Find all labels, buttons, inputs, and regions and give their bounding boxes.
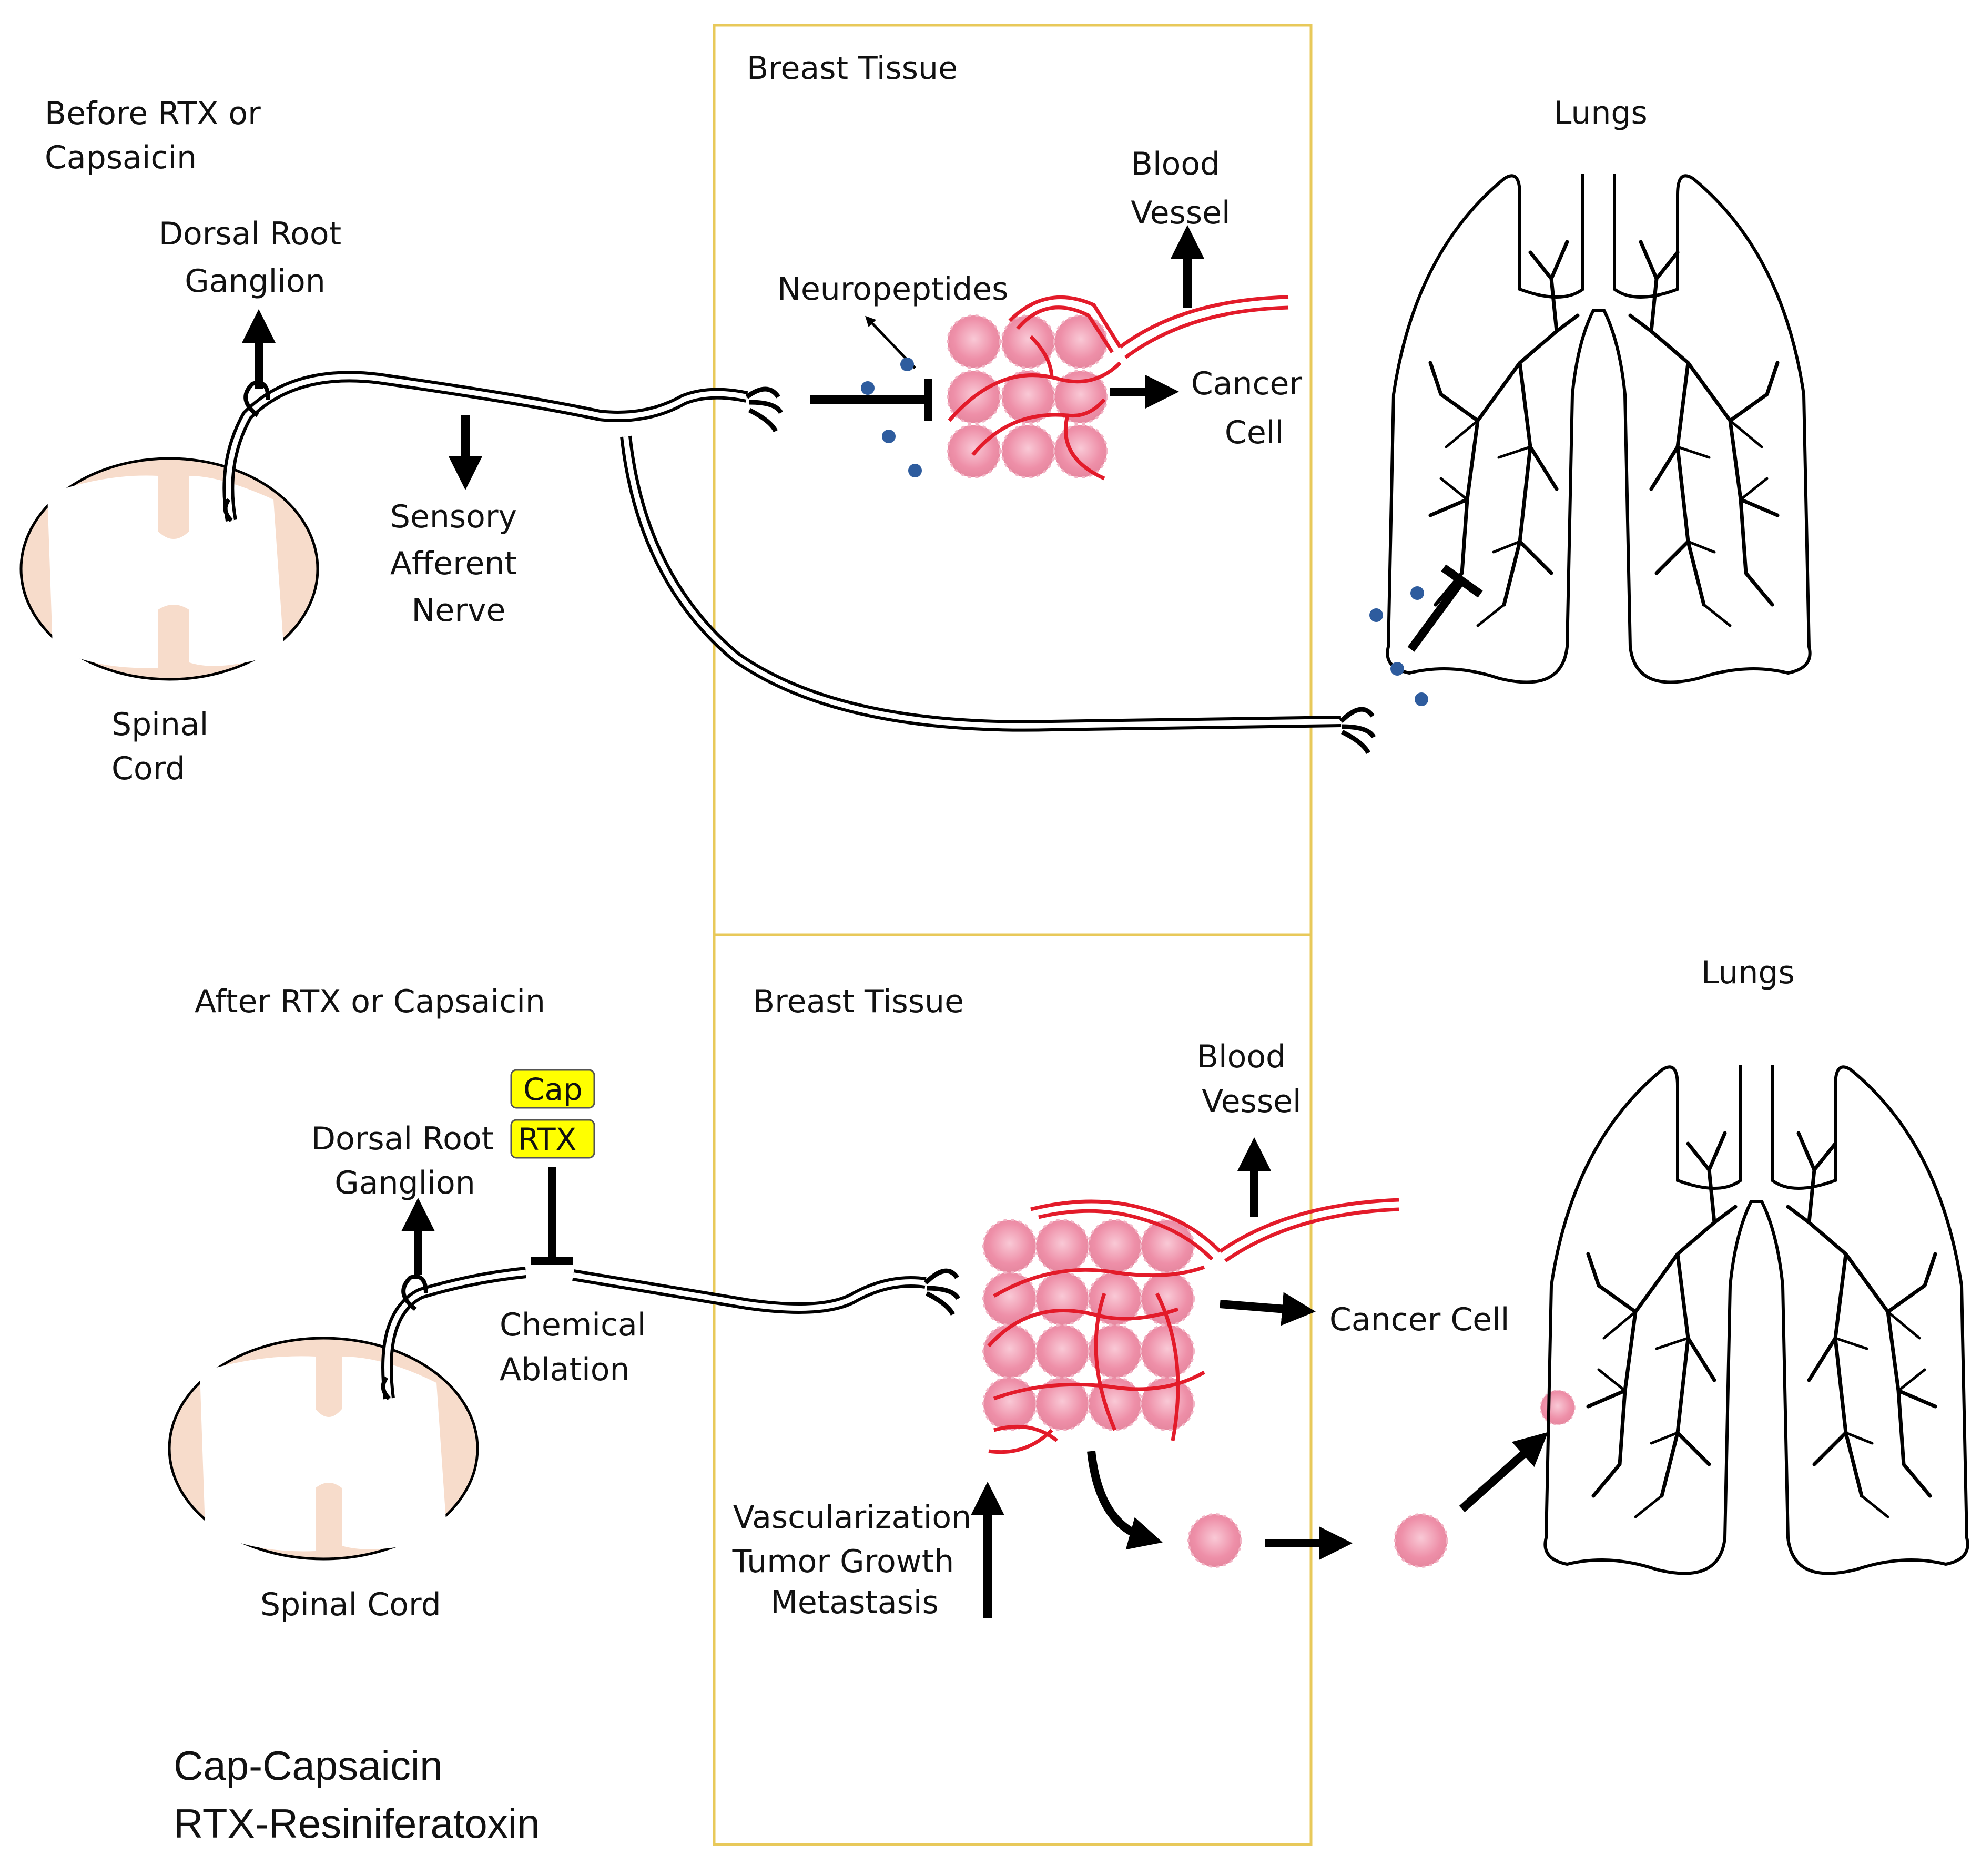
top-condition-line-1: Before RTX or: [45, 95, 261, 132]
bottom-effects-line-3: Metastasis: [770, 1584, 939, 1621]
top-cancer-line-1: Cancer: [1191, 365, 1303, 402]
bottom-drg-line-1: Dorsal Root: [311, 1120, 494, 1157]
top-spinal-cord-label: Spinal Cord: [111, 706, 218, 787]
top-condition-label: Before RTX or Capsaicin: [45, 95, 271, 176]
bottom-condition-label: After RTX or Capsaicin: [195, 983, 545, 1020]
rtx-tag: RTX: [510, 1119, 595, 1159]
legend-cap: Cap-Capsaicin: [174, 1742, 443, 1789]
top-spinal-cord: [19, 457, 319, 681]
top-spinal-line-1: Spinal: [111, 706, 208, 743]
top-vessel-line-2: Vessel: [1131, 195, 1230, 231]
bottom-lungs-label: Lungs: [1701, 954, 1795, 991]
top-lungs-label: Lungs: [1554, 95, 1648, 131]
bottom-breast-tissue-label: Breast Tissue: [753, 983, 964, 1020]
top-cancer-cell-label: Cancer Cell: [1191, 365, 1312, 451]
bottom-cancer-cell-label: Cancer Cell: [1329, 1301, 1509, 1338]
bottom-cancer-arrow: [1220, 1292, 1316, 1326]
bottom-spinal-cord-label: Spinal Cord: [260, 1586, 441, 1623]
bottom-effects-label: Vascularization Tumor Growth Metastasis: [732, 1499, 982, 1621]
bottom-ablation-inhibition: [531, 1167, 573, 1265]
bottom-ablation-label: Chemical Ablation: [500, 1307, 656, 1388]
lung-metastasis-cell: [1540, 1390, 1576, 1425]
top-drg-line-1: Dorsal Root: [159, 216, 341, 252]
bottom-lungs: [1545, 1065, 1967, 1574]
top-lung-neuropeptides: [1369, 586, 1428, 706]
bottom-metastasis-arrow-2: [1459, 1432, 1548, 1512]
bottom-blood-vessel-label: Blood Vessel: [1197, 1038, 1302, 1120]
cap-tag-text: Cap: [523, 1072, 583, 1107]
cap-tag: Cap: [510, 1069, 595, 1109]
top-sensory-nerve: [222, 371, 1376, 755]
bottom-vessel-line-2: Vessel: [1202, 1083, 1301, 1120]
top-cancer-line-2: Cell: [1225, 414, 1284, 451]
bottom-ablation-line-1: Chemical: [500, 1307, 646, 1343]
rtx-tag-text: RTX: [518, 1121, 576, 1157]
bottom-spinal-cord: [168, 1337, 479, 1561]
top-blood-vessel: [948, 295, 1289, 481]
bottom-effects-line-1: Vascularization: [733, 1499, 971, 1536]
legend-rtx: RTX-Resiniferatoxin: [174, 1800, 540, 1847]
bottom-sensory-nerve: [381, 1267, 961, 1400]
top-nerve-label: Sensory Afferent Nerve: [390, 498, 527, 629]
top-spinal-line-2: Cord: [111, 750, 185, 787]
top-lungs: [1387, 174, 1810, 682]
top-neuropeptides: [861, 358, 922, 477]
top-condition-line-2: Capsaicin: [45, 139, 197, 176]
top-nerve-line-1: Sensory: [390, 498, 517, 535]
bottom-vessel-line-1: Blood: [1197, 1038, 1286, 1075]
top-inhibition-symbol: [810, 379, 932, 421]
bottom-effects-line-2: Tumor Growth: [732, 1543, 954, 1580]
top-drg-line-2: Ganglion: [185, 263, 325, 300]
bottom-blood-vessel: [987, 1198, 1399, 1454]
circulating-cell-1: [1187, 1513, 1242, 1568]
bottom-drg-line-2: Ganglion: [334, 1165, 475, 1201]
top-nerve-line-3: Nerve: [412, 592, 506, 629]
top-vessel-line-1: Blood: [1131, 146, 1220, 182]
top-lung-inhibition: [1407, 564, 1483, 652]
top-nerve-line-2: Afferent: [390, 545, 517, 582]
top-breast-tissue-label: Breast Tissue: [747, 50, 958, 87]
circulating-cell-2: [1394, 1513, 1448, 1568]
bottom-drg-label: Dorsal Root Ganglion: [311, 1120, 504, 1201]
top-neuropeptides-label: Neuropeptides: [777, 271, 1008, 308]
legend: Cap-Capsaicin RTX-Resiniferatoxin: [174, 1742, 540, 1847]
bottom-ablation-line-2: Ablation: [500, 1351, 630, 1388]
top-drg-label: Dorsal Root Ganglion: [159, 216, 351, 300]
bottom-metastasis-curve-arrow: [1087, 1451, 1163, 1550]
bottom-breast-tissue-box: [713, 933, 1313, 1846]
top-blood-vessel-label: Blood Vessel: [1131, 146, 1230, 231]
